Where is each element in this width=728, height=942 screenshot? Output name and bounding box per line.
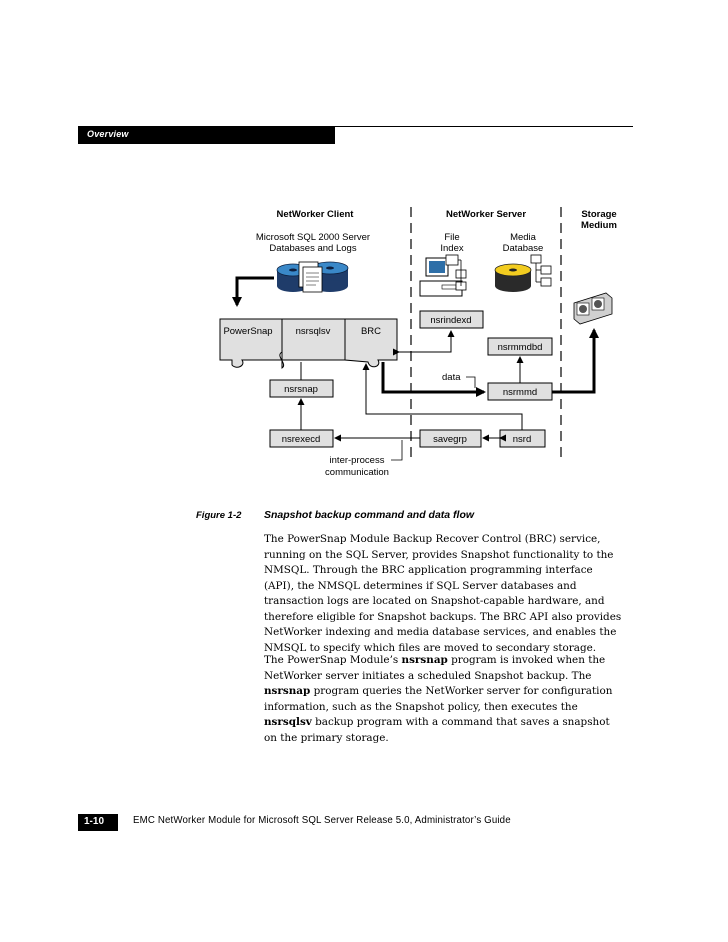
client-header: NetWorker Client	[277, 209, 355, 220]
brc-to-nsrindexd-arrows	[393, 330, 455, 356]
nsrmmd-to-storage-data-arrow	[552, 328, 599, 394]
nsrd-box: nsrd	[499, 429, 546, 448]
ipc-annotation-line1: inter-process	[330, 455, 385, 466]
nsrd-to-brc-arrow	[362, 363, 523, 430]
nsrd-label: nsrd	[513, 434, 531, 445]
storage-header-line1: Storage	[581, 209, 616, 220]
nsrindexd-box: nsrindexd	[419, 310, 484, 329]
nsrsnap-command: nsrsnap	[264, 685, 311, 697]
section-title: Overview	[87, 129, 129, 139]
nsrexecd-box: nsrexecd	[269, 429, 334, 448]
nsrmmd-label: nsrmmd	[503, 387, 537, 398]
section-header-tab: Overview	[78, 127, 335, 144]
footer-doc-title: EMC NetWorker Module for Microsoft SQL S…	[133, 815, 511, 826]
sql-server-caption-line2: Databases and Logs	[269, 243, 356, 254]
sql-server-caption-line1: Microsoft SQL 2000 Server	[256, 232, 370, 243]
figure-title: Snapshot backup command and data flow	[264, 509, 475, 521]
para2-text-3: program queries the NetWorker server for…	[264, 685, 613, 713]
page-number-tab: 1-10	[78, 814, 118, 831]
ipc-annotation-line2: communication	[325, 467, 389, 478]
server-header: NetWorker Server	[446, 209, 526, 220]
data-annotation: data	[442, 372, 461, 383]
nsrmmd-box: nsrmmd	[487, 382, 553, 401]
puzzle-block	[219, 318, 398, 369]
storage-tape-library-icon	[573, 292, 613, 325]
savegrp-box: savegrp	[419, 429, 482, 448]
file-index-computer-icon	[419, 254, 467, 297]
para2-text-2: program is invoked when the NetWorker se…	[264, 654, 606, 682]
storage-header-line2: Medium	[581, 220, 617, 231]
ipc-annotation-leader	[391, 440, 403, 461]
disk-to-powersnap-arrow	[232, 276, 274, 307]
nsrsnap-box: nsrsnap	[269, 379, 334, 398]
nsrsnap-command: nsrsnap	[401, 654, 448, 666]
nsrexecd-label: nsrexecd	[282, 434, 321, 445]
nsrsqlsv-command: nsrsqlsv	[264, 716, 312, 728]
media-db-caption-line2: Database	[503, 243, 544, 254]
media-database-disk-icon	[494, 254, 552, 292]
powersnap-label: PowerSnap	[223, 326, 272, 337]
brc-label: BRC	[361, 326, 381, 337]
sql-database-disks-icon	[276, 261, 349, 293]
para2-text-4: backup program with a command that saves…	[264, 716, 610, 744]
brc-to-nsrmmd-data-arrow	[381, 362, 486, 397]
savegrp-label: savegrp	[433, 434, 467, 445]
data-annotation-leader	[466, 376, 476, 388]
body-paragraph-1: The PowerSnap Module Backup Recover Cont…	[264, 533, 622, 654]
header-rule	[78, 126, 633, 127]
nsrsqlsv-label: nsrsqlsv	[296, 326, 331, 337]
file-index-caption-line2: Index	[440, 243, 463, 254]
page-number: 1-10	[84, 816, 105, 827]
nsrmmdbd-box: nsrmmdbd	[487, 337, 553, 356]
nsrmmdbd-label: nsrmmdbd	[498, 342, 543, 353]
para2-text-1: The PowerSnap Module’s	[264, 654, 402, 666]
snapshot-backup-diagram: NetWorker Client NetWorker Server Storag…	[219, 207, 617, 478]
file-index-caption-line1: File	[444, 232, 459, 243]
nsrsnap-label: nsrsnap	[284, 384, 318, 395]
nsrindexd-label: nsrindexd	[430, 315, 471, 326]
body-paragraph-2: The PowerSnap Module’s nsrsnap program i…	[264, 653, 624, 746]
media-db-caption-line1: Media	[510, 232, 537, 243]
figure-label: Figure 1-2	[196, 510, 242, 521]
